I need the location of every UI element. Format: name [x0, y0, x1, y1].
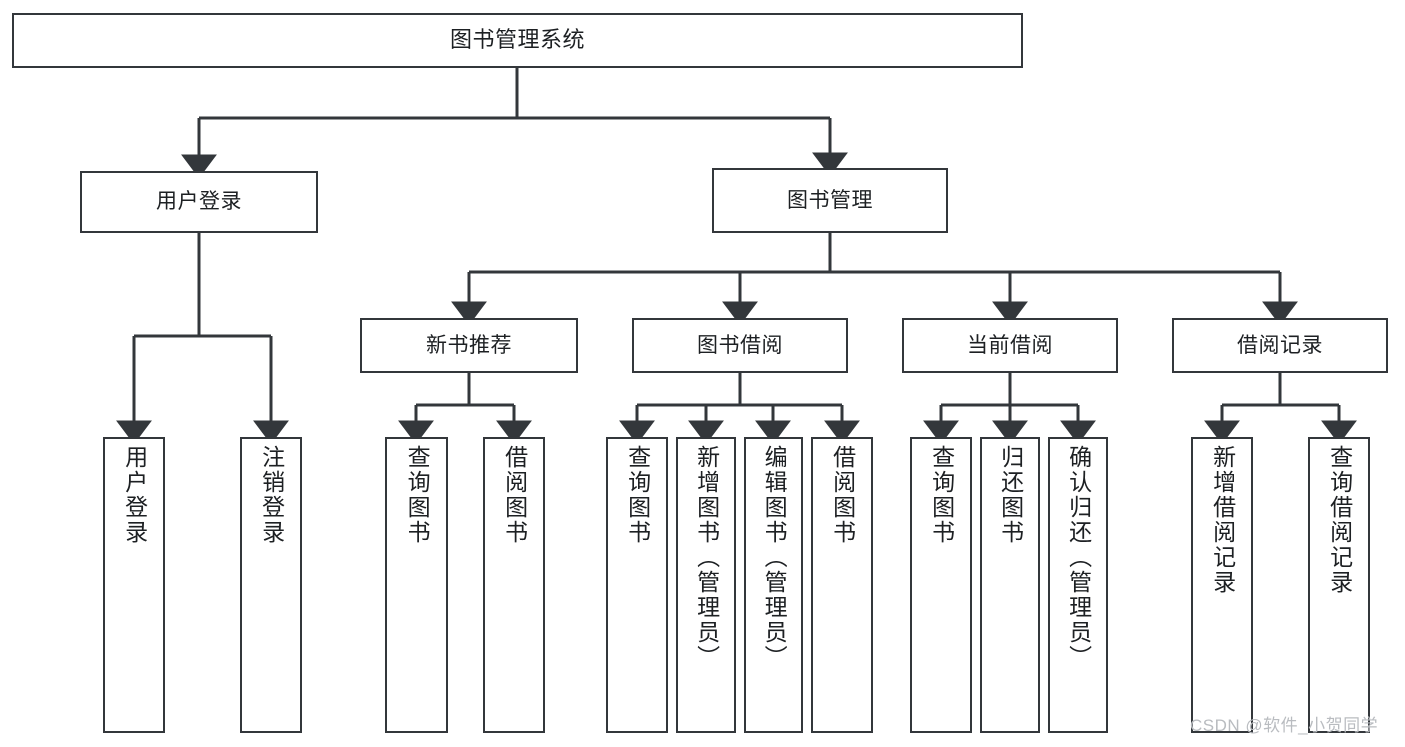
- node-label: 图书管理: [787, 188, 873, 212]
- leaf-query-borrow-record[interactable]: 查询借阅记录: [1308, 437, 1370, 733]
- leaf-query-books-borrow[interactable]: 查询图书: [606, 437, 668, 733]
- node-new-book-recommend[interactable]: 新书推荐: [360, 318, 578, 373]
- node-label: 图书借阅: [697, 333, 783, 357]
- node-label: 新增借阅记录: [1209, 445, 1236, 595]
- node-label: 图书管理系统: [449, 27, 585, 53]
- node-user-login[interactable]: 用户登录: [80, 171, 318, 233]
- leaf-user-login[interactable]: 用户登录: [103, 437, 165, 733]
- node-root-book-management-system[interactable]: 图书管理系统: [12, 13, 1023, 68]
- node-book-borrow[interactable]: 图书借阅: [632, 318, 848, 373]
- leaf-add-book-admin[interactable]: 新增图书（管理员）: [676, 437, 736, 733]
- node-label: 确认归还（管理员）: [1065, 445, 1092, 670]
- node-label: 新书推荐: [426, 333, 512, 357]
- leaf-confirm-return-admin[interactable]: 确认归还（管理员）: [1048, 437, 1108, 733]
- node-label: 查询借阅记录: [1326, 445, 1353, 595]
- leaf-add-borrow-record[interactable]: 新增借阅记录: [1191, 437, 1253, 733]
- node-label: 新增图书（管理员）: [693, 445, 720, 670]
- node-label: 当前借阅: [967, 333, 1053, 357]
- leaf-edit-book-admin[interactable]: 编辑图书（管理员）: [744, 437, 803, 733]
- node-label: 用户登录: [156, 190, 242, 214]
- node-label: 归还图书: [997, 445, 1024, 545]
- node-label: 借阅图书: [829, 445, 856, 545]
- node-label: 查询图书: [624, 445, 651, 545]
- node-book-management[interactable]: 图书管理: [712, 168, 948, 233]
- node-label: 注销登录: [258, 445, 285, 545]
- node-label: 借阅图书: [501, 445, 528, 545]
- node-current-borrow[interactable]: 当前借阅: [902, 318, 1118, 373]
- leaf-borrow-books[interactable]: 借阅图书: [811, 437, 873, 733]
- leaf-borrow-books-recommend[interactable]: 借阅图书: [483, 437, 545, 733]
- leaf-query-books-recommend[interactable]: 查询图书: [385, 437, 448, 733]
- csdn-watermark: CSDN @软件_小贺同学: [1190, 716, 1379, 735]
- node-borrow-records[interactable]: 借阅记录: [1172, 318, 1388, 373]
- leaf-return-books[interactable]: 归还图书: [980, 437, 1040, 733]
- node-label: 借阅记录: [1237, 333, 1323, 357]
- node-label: 编辑图书（管理员）: [761, 445, 788, 670]
- leaf-query-books-current[interactable]: 查询图书: [910, 437, 972, 733]
- node-label: 查询图书: [404, 445, 431, 545]
- node-label: 查询图书: [928, 445, 955, 545]
- node-label: 用户登录: [121, 445, 148, 545]
- leaf-logout[interactable]: 注销登录: [240, 437, 302, 733]
